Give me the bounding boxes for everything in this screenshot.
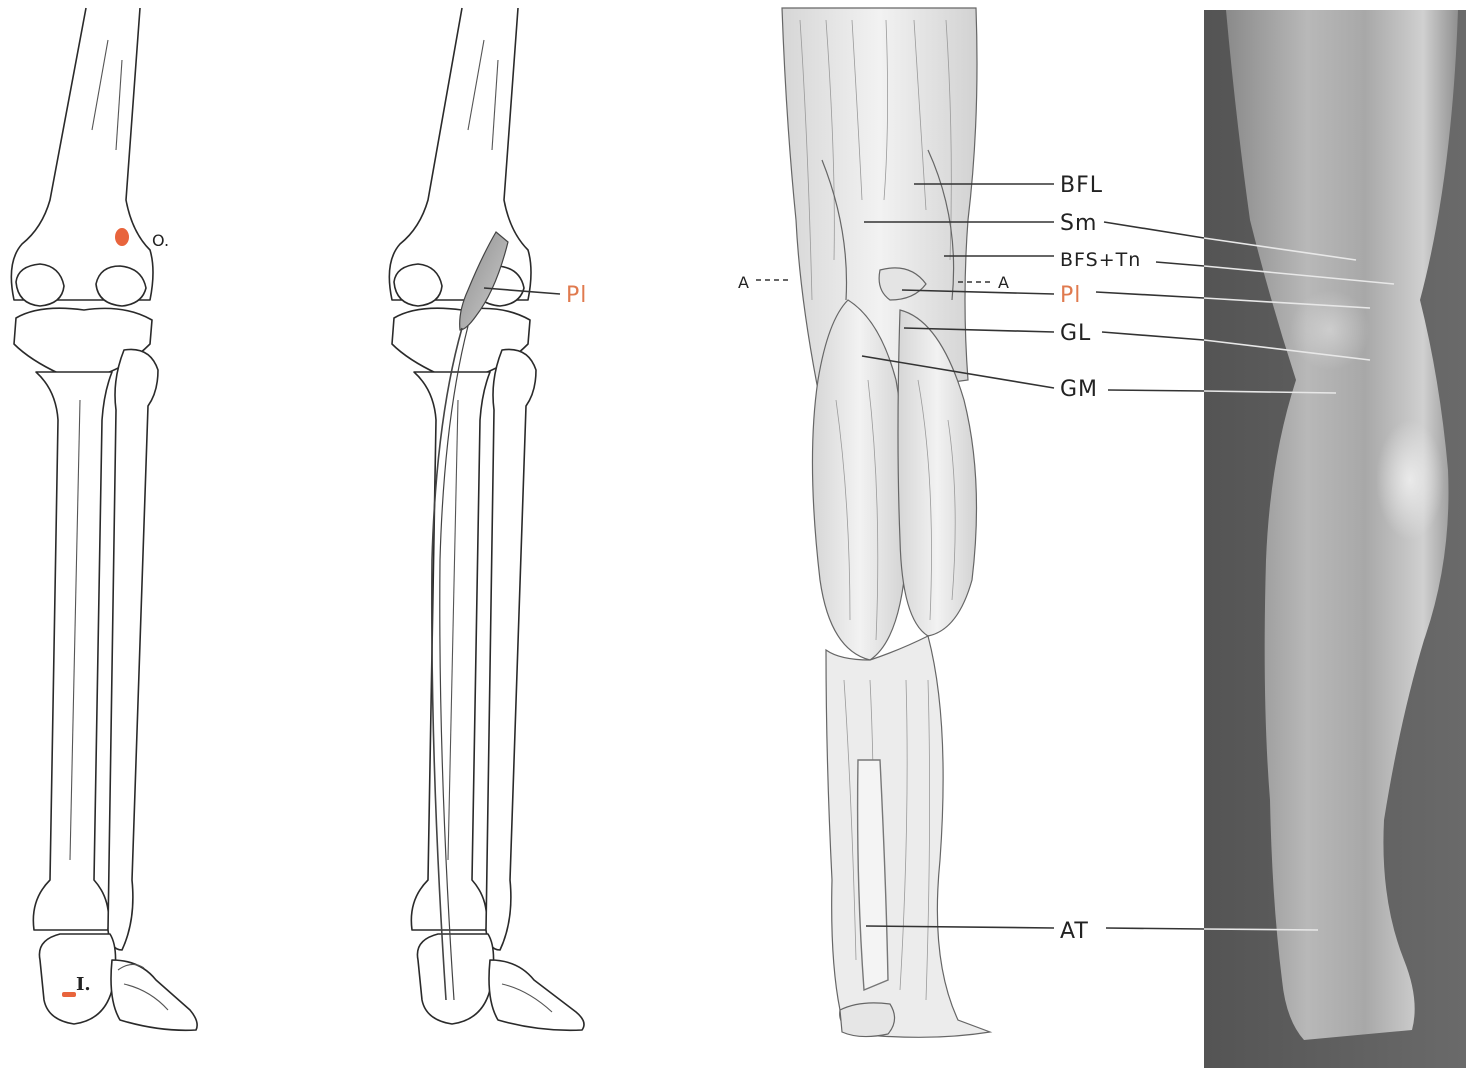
panel-bones-with-plantaris: Pl [389, 8, 587, 1030]
femur-condyle-left [394, 264, 442, 306]
insertion-marker [62, 992, 76, 997]
axis-marker-right: A [998, 273, 1009, 292]
muscle-label-gl: GL [1060, 321, 1091, 346]
muscle-label-pl: Pl [1060, 283, 1081, 308]
bfs-tn-photo-connector [1156, 262, 1204, 266]
origin-label: O. [152, 231, 169, 250]
at-photo-connector [1106, 928, 1204, 929]
femur-bone [11, 8, 153, 300]
tibia-bone [33, 372, 112, 930]
fibula-bone [108, 349, 158, 950]
femur-condyle-left [16, 264, 64, 306]
origin-marker [115, 228, 129, 246]
muscle-label-bfs-tn: BFS+Tn [1060, 249, 1141, 271]
tarsal-bones [111, 960, 197, 1030]
calcaneus-bone [417, 934, 493, 1024]
tarsal-bones [489, 960, 584, 1030]
insertion-label: I. [76, 974, 91, 995]
muscle-label-at: AT [1060, 919, 1089, 944]
muscle-label-gm: GM [1060, 377, 1098, 402]
fibula-bone [486, 349, 536, 950]
soleus-lower-leg [826, 636, 990, 1037]
muscle-label-sm: Sm [1060, 211, 1097, 236]
sm-photo-connector [1104, 222, 1204, 238]
tibia-bone [411, 372, 490, 930]
gl-photo-connector [1102, 332, 1204, 340]
plantaris-label: Pl [566, 283, 587, 308]
femur-bone [389, 8, 531, 300]
axis-marker-left: A [738, 273, 749, 292]
panel-bones-origin-insertion: O. I. [11, 8, 197, 1030]
panel-muscle-drawing: A A BFL Sm BFS+Tn Pl GL GM AT [738, 8, 1204, 1037]
photo-calf-highlight [1376, 420, 1444, 540]
gm-photo-connector [1108, 390, 1204, 391]
panel-photo [1204, 10, 1466, 1068]
pl-photo-connector [1096, 292, 1204, 298]
at-photo-leader [1204, 929, 1318, 930]
muscle-label-bfl: BFL [1060, 173, 1103, 198]
heel [840, 1003, 895, 1037]
